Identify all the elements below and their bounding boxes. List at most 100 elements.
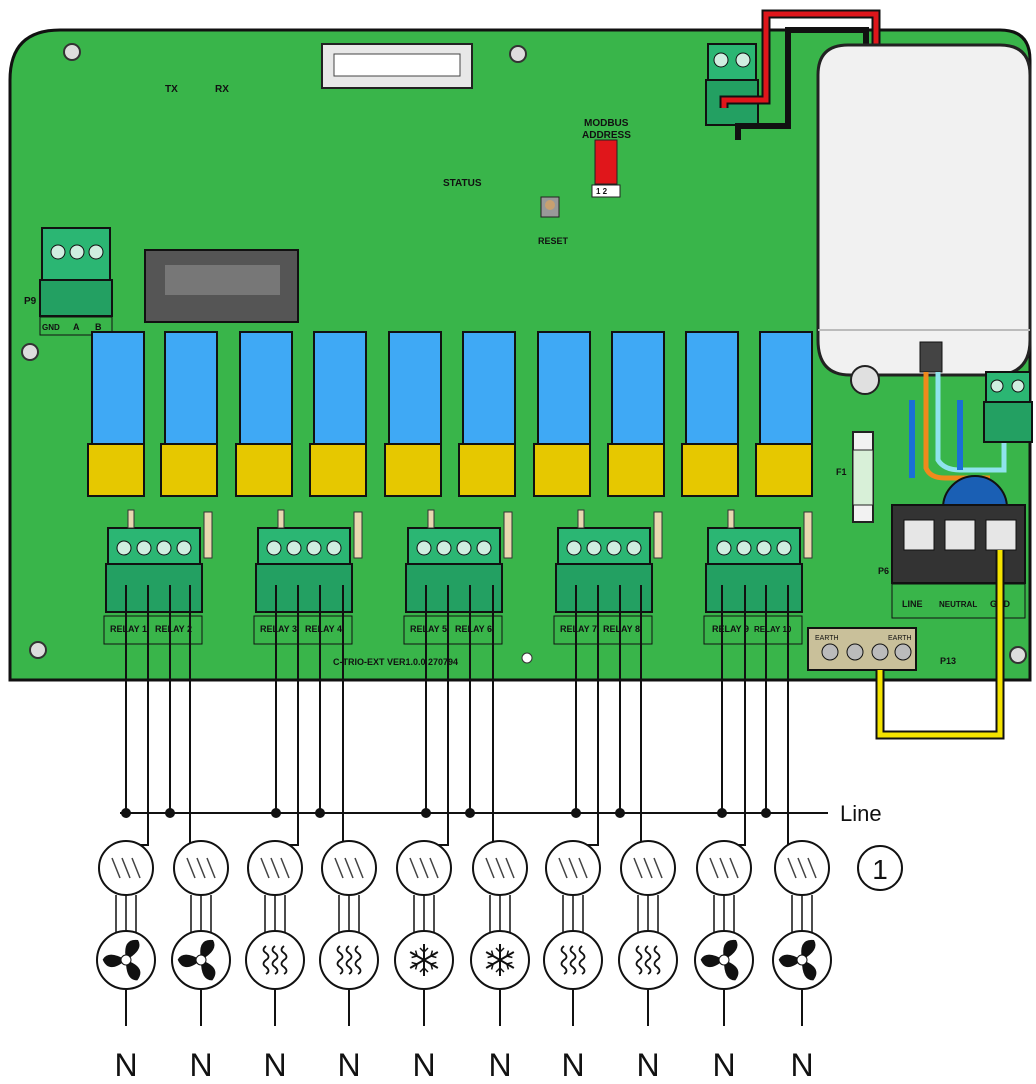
fan-blade [778, 954, 802, 968]
status-label: STATUS [443, 178, 482, 189]
relay-base [755, 443, 813, 497]
terminal-screw [116, 540, 132, 556]
contact-line [719, 857, 729, 879]
resistor [503, 511, 513, 559]
contact-line [578, 857, 588, 879]
snow-tip [495, 966, 505, 973]
p9-pin-gnd: GND [42, 323, 60, 332]
terminal-body [255, 563, 353, 613]
callout-number: 1 [872, 854, 888, 885]
contact-line [131, 857, 141, 879]
terminal-screw [326, 540, 342, 556]
terminal-block [103, 509, 213, 645]
heat-icon [336, 945, 362, 975]
relay [87, 331, 145, 497]
heat-icon [262, 945, 288, 975]
terminal-block [403, 509, 513, 645]
relay-label: RELAY 8 [603, 624, 640, 634]
terminal-screw [416, 540, 432, 556]
relay-base [384, 443, 442, 497]
contact-line [653, 857, 663, 879]
heat-wave [560, 945, 568, 975]
relay-body [388, 331, 442, 445]
terminal-block [253, 509, 363, 645]
heat-wave [345, 945, 353, 975]
contact-line [206, 857, 216, 879]
snow-arm [485, 951, 515, 969]
rx-label: RX [215, 84, 229, 95]
neutral-label: N [790, 1047, 813, 1083]
terminal-screw [156, 540, 172, 556]
contact-line [260, 857, 270, 879]
snow-tip [419, 947, 429, 954]
relay-label-box [553, 615, 653, 645]
relay [533, 331, 591, 497]
loads [96, 930, 832, 1026]
relay-body [239, 331, 293, 445]
contact-line [729, 857, 739, 879]
neutral-label: N [189, 1047, 212, 1083]
relay [755, 331, 813, 497]
fan-hub [718, 954, 730, 966]
terminal-block [703, 509, 813, 645]
tx-label: TX [165, 84, 178, 95]
relay-label: RELAY 7 [560, 624, 597, 634]
snow-tip [411, 950, 418, 959]
orange-wire [923, 372, 990, 481]
terminal-block [553, 509, 663, 645]
contact-line [807, 857, 817, 879]
neutral-label: N [337, 1047, 360, 1083]
terminal-screw [756, 540, 772, 556]
relay-label: RELAY 3 [260, 624, 297, 634]
snow-tip [430, 950, 437, 959]
relay-body [462, 331, 516, 445]
contact-line [111, 857, 121, 879]
terminal-body [105, 563, 203, 613]
fan-hub [796, 954, 808, 966]
snow-tip [506, 950, 513, 959]
fan-icon [778, 939, 817, 981]
relay-labels: RELAY 1 RELAY 2 RELAY 3 RELAY 4 RELAY 5 … [110, 624, 792, 634]
snow-load [394, 930, 454, 1026]
contact-line [196, 857, 206, 879]
contact-line [709, 857, 719, 879]
contactor [98, 840, 154, 932]
fan-hub [120, 954, 132, 966]
power-input-connector [705, 43, 759, 126]
fan-blade [125, 960, 141, 981]
fan-blade [102, 954, 126, 968]
contact-line [354, 857, 364, 879]
p9-label: P9 [24, 296, 37, 307]
resistor [427, 509, 435, 529]
resistor [277, 509, 285, 529]
switch-wire [738, 585, 746, 846]
neutral-labels: N N N N N N N N N N [114, 1047, 813, 1083]
contactor [247, 840, 303, 932]
fan-hub [195, 954, 207, 966]
resistor [803, 511, 813, 559]
terminal-screw [776, 540, 792, 556]
heat-wave [271, 945, 279, 975]
heat-wave [262, 945, 270, 975]
terminal-screw [566, 540, 582, 556]
resistor [577, 509, 585, 529]
heat-load [543, 930, 603, 1026]
relay-body [91, 331, 145, 445]
ribbon-connector [321, 43, 473, 89]
fan-load [694, 930, 754, 1026]
terminal-screw [626, 540, 642, 556]
neutral-label: N [561, 1047, 584, 1083]
snow-tip [506, 961, 513, 970]
contactor [545, 840, 601, 932]
contact-line [186, 857, 196, 879]
contact-line [429, 857, 439, 879]
relay [607, 331, 665, 497]
junction-dot [717, 808, 727, 818]
terminal-body [555, 563, 653, 613]
snow-tip [430, 961, 437, 970]
p9-pin-b: B [95, 322, 102, 332]
relay-label-box [103, 615, 203, 645]
snow-arm [409, 951, 439, 969]
fan-blade [700, 954, 724, 968]
line-junctions [121, 808, 771, 818]
